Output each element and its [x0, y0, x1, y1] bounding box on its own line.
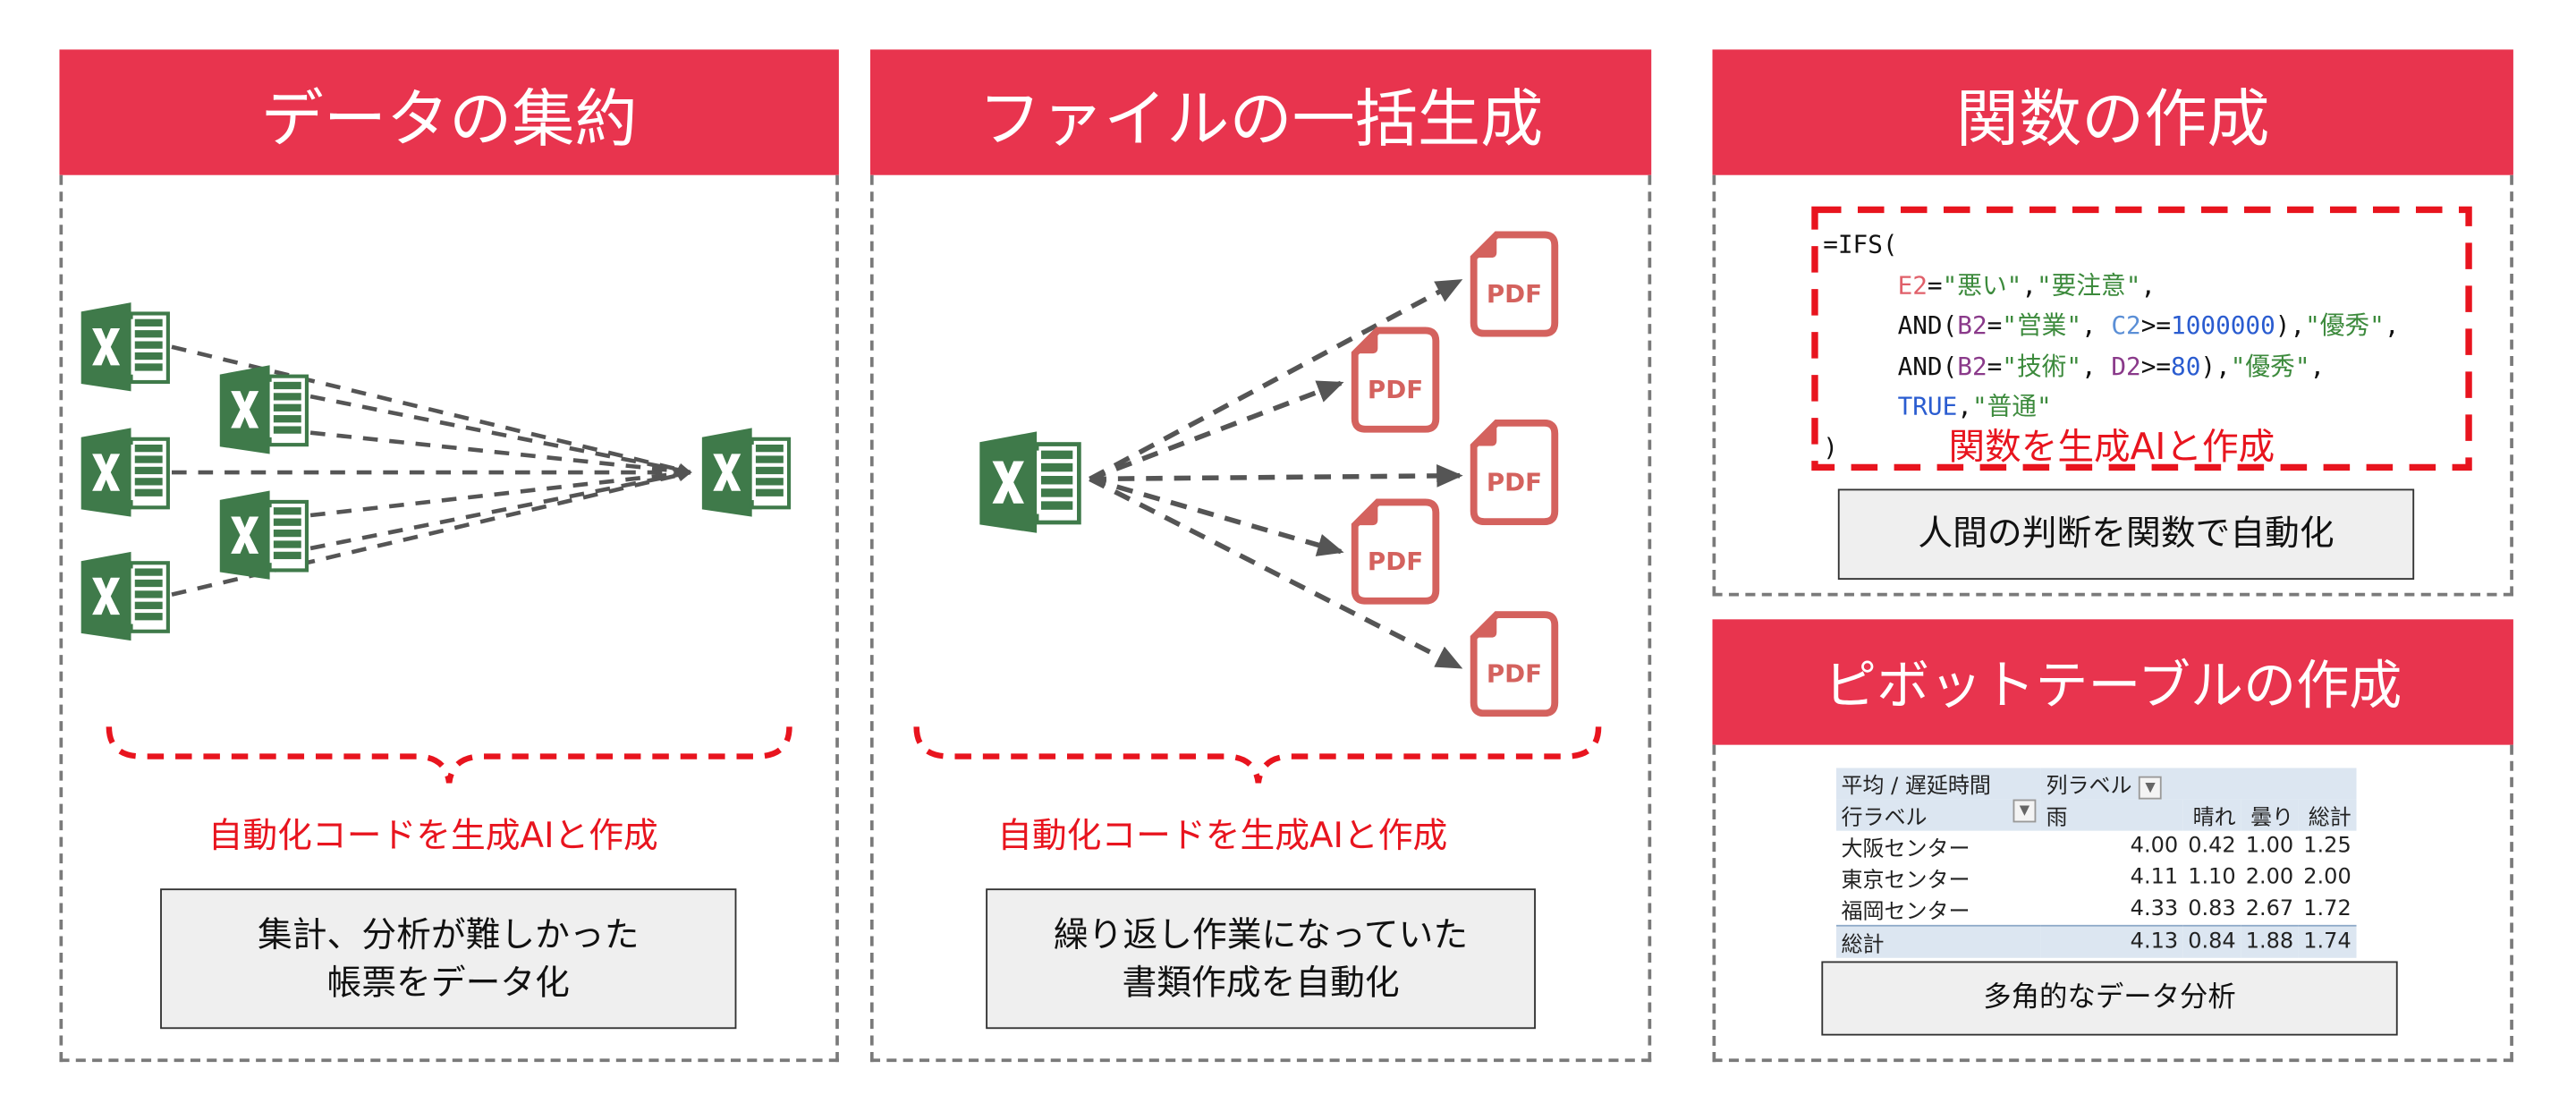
pivot-row-label: 行ラベル [1841, 805, 1928, 831]
summary-line: 帳票をデータ化 [326, 962, 570, 1002]
pivot-value-label: 平均 / 遅延時間 [1835, 768, 2041, 800]
split-arrows [1089, 278, 1463, 670]
pdf-icon: PDF [1474, 423, 1555, 522]
panel-title-aggregation: データの集約 [59, 49, 839, 175]
panel-title-functions: 関数の作成 [1712, 49, 2513, 175]
pdf-label: PDF [1487, 658, 1542, 688]
pdf-label: PDF [1487, 279, 1542, 309]
summary-box: 多角的なデータ分析 [1821, 961, 2398, 1036]
pivot-column-header: 雨 [2040, 799, 2183, 831]
filter-dropdown-icon[interactable]: ▼ [2012, 799, 2037, 823]
pdf-icon: PDF [1474, 234, 1555, 333]
brace [106, 726, 792, 784]
formula-code: =IFS( E2="悪い","要注意", AND(B2="営業", C2>=10… [1823, 229, 2400, 462]
pdf-icon: PDF [1355, 502, 1436, 600]
ai-note: 自動化コードを生成AIと作成 [997, 816, 1448, 856]
filter-dropdown-icon[interactable]: ▼ [2139, 775, 2162, 799]
pivot-column-header: 曇り [2241, 799, 2299, 831]
pdf-icon: PDF [1474, 615, 1555, 713]
pdf-label: PDF [1368, 547, 1423, 576]
pivot-column-header: 総計 [2298, 799, 2357, 831]
panel-aggregation [59, 174, 839, 1063]
summary-line: 繰り返し作業になっていた [1053, 915, 1469, 955]
summary-line: 多角的なデータ分析 [1983, 980, 2236, 1014]
pdf-label: PDF [1487, 467, 1542, 496]
pivot-col-label: 列ラベル [2046, 774, 2132, 800]
merge-arrows [171, 344, 692, 597]
pdf-label: PDF [1368, 375, 1423, 404]
ai-note: 自動化コードを生成AIと作成 [208, 816, 658, 856]
panel-functions [1712, 174, 2513, 597]
summary-box: 集計、分析が難しかった 帳票をデータ化 [160, 888, 737, 1030]
summary-line: 人間の判断を関数で自動化 [1918, 513, 2334, 555]
panel-pivot [1712, 744, 2513, 1063]
ai-note: 関数を生成AIと作成 [1948, 428, 2275, 470]
panel-title-bulk-generation: ファイルの一括生成 [869, 49, 1652, 175]
panel-title-pivot: ピボットテーブルの作成 [1712, 619, 2513, 745]
pivot-column-header: 晴れ [2182, 799, 2241, 831]
summary-box: 繰り返し作業になっていた 書類作成を自動化 [986, 888, 1536, 1030]
panel-bulk-generation [869, 174, 1652, 1063]
summary-line: 集計、分析が難しかった [258, 915, 640, 955]
summary-line: 書類作成を自動化 [1122, 962, 1400, 1002]
pdf-icon: PDF [1355, 330, 1436, 428]
brace [913, 726, 1602, 784]
summary-box: 人間の判断を関数で自動化 [1837, 488, 2415, 581]
